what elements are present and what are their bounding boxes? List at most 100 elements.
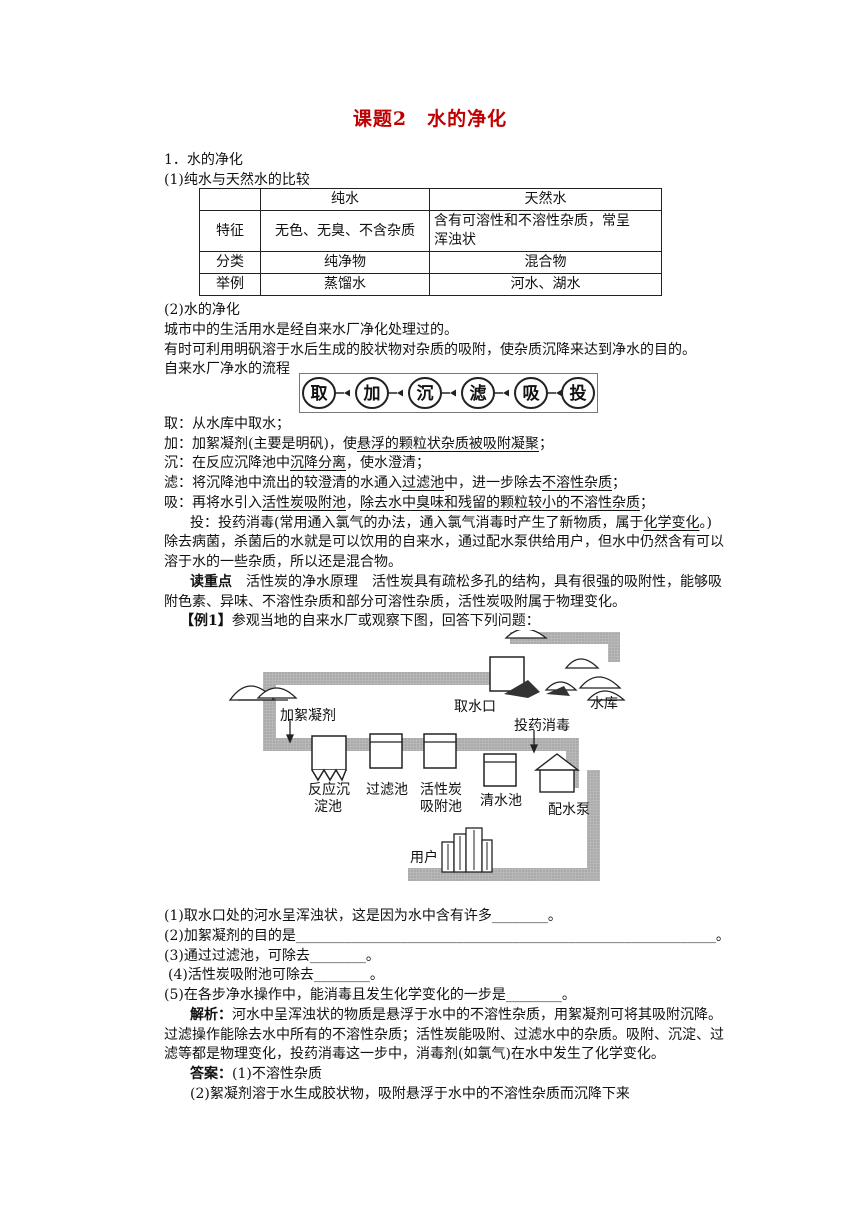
flow-step-label: 投: [570, 383, 587, 404]
table-cell: 举例: [199, 273, 261, 296]
text-span: 活性炭的净水原理 活性炭具有疏松多孔的结构，具有很强的吸附性，能够吸: [246, 574, 722, 590]
carbon-tank-label: 活性炭: [420, 782, 462, 798]
table-cell: 纯净物: [260, 251, 430, 274]
step-jia: 加：加絮凝剂(主要是明矾)，使悬浮的颗粒状杂质被吸附凝聚；: [164, 434, 553, 454]
answer-2: (2)絮凝剂溶于水生成胶状物，吸附悬浮于水中的不溶性杂质而沉降下来: [190, 1086, 630, 1102]
answer: 答案：(1)不溶性杂质: [190, 1064, 322, 1084]
question-2: (2)加絮凝剂的目的是_____________________________…: [164, 928, 730, 944]
answer-label: 答案：: [190, 1066, 232, 1082]
step-lv: 滤：将沉降池中流出的较澄清的水通入过滤池中，进一步除去不溶性杂质；: [164, 473, 626, 493]
paragraph: 附色素、异味、不溶性杂质和部分可溶性杂质，活性炭吸附属于物理变化。: [164, 594, 626, 610]
underlined-span: 活性炭吸附池: [262, 495, 346, 511]
water-plant-diagram: 取水口 水库 加絮凝剂 投药消毒 反应沉 淀池 过滤池 活性炭 吸附池 清水池 …: [228, 628, 628, 888]
settling-tank: [311, 735, 347, 771]
table-row: 特征 无色、无臭、不含杂质 含有可溶性和不溶性杂质，常呈 浑浊状: [199, 210, 662, 252]
table-header-cell: 纯水: [260, 188, 430, 211]
question-4: (4)活性炭吸附池可除去________。: [168, 967, 384, 983]
text-span: 。): [699, 515, 712, 531]
underlined-span: 除去水中臭味和残留的颗粒较小的不溶性杂质: [360, 495, 640, 511]
paragraph: 自来水厂净水的流程: [164, 361, 290, 377]
key-point-label: 读重点: [190, 574, 232, 590]
text-span: ；: [538, 436, 553, 452]
example-heading: 【例1】参观当地的自来水厂或观察下图，回答下列问题：: [180, 611, 540, 631]
table-cell: 混合物: [429, 251, 662, 274]
section-heading: 1．水的净化: [164, 152, 243, 168]
question-1: (1)取水口处的河水呈浑浊状，这是因为水中含有许多________。: [164, 908, 562, 924]
paragraph: 除去病菌，杀菌后的水就是可以饮用的自来水，通过配水泵供给用户，但水中仍然含有可以: [164, 534, 724, 550]
text-span: 参观当地的自来水厂或观察下图，回答下列问题：: [231, 613, 540, 629]
paragraph: 有时可利用明矾溶于水后生成的胶状物对杂质的吸附，使杂质沉降来达到净水的目的。: [164, 342, 696, 358]
table-cell: 含有可溶性和不溶性杂质，常呈 浑浊状: [429, 210, 662, 252]
comparison-table: 纯水 天然水 特征 无色、无臭、不含杂质 含有可溶性和不溶性杂质，常呈 浑浊状 …: [199, 188, 662, 296]
disinfect-arrow: [530, 730, 538, 754]
flow-step-circle: [461, 377, 495, 409]
filter-tank-label: 过滤池: [366, 782, 408, 798]
text-span: ；: [612, 475, 626, 491]
clear-water-tank-label: 清水池: [480, 793, 522, 809]
flow-step-circle: [302, 377, 336, 409]
step-xi: 吸：再将水引入活性炭吸附池，除去水中臭味和残留的颗粒较小的不溶性杂质；: [164, 493, 654, 513]
subsection-heading: (1)纯水与天然水的比较: [164, 172, 310, 188]
paragraph: 城市中的生活用水是经自来水厂净化处理过的。: [164, 322, 458, 338]
settling-tank-label: 反应沉: [308, 781, 350, 798]
table-row: 分类 纯净物 混合物: [199, 251, 662, 274]
table-row: 举例 蒸馏水 河水、湖水: [199, 273, 662, 296]
table-cell: 无色、无臭、不含杂质: [260, 210, 430, 252]
flow-step-circle: [514, 377, 548, 409]
table-cell: 河水、湖水: [429, 273, 662, 296]
underlined-span: 化学变化: [643, 515, 700, 531]
text-span: ；: [640, 495, 654, 511]
key-point: 读重点 活性炭的净水原理 活性炭具有疏松多孔的结构，具有很强的吸附性，能够吸: [190, 572, 722, 592]
text-span: 投：投药消毒(常用通入氯气的办法，通入氯气消毒时产生了新物质，属于: [190, 515, 644, 531]
text-span: 吸：再将水引入: [164, 495, 262, 511]
step-chen: 沉：在反应沉降池中沉降分离，使水澄清；: [164, 453, 430, 473]
underlined-span: 悬浮的颗粒状杂质被吸附凝聚: [356, 436, 539, 452]
settling-tank-bottom: [311, 768, 347, 782]
paragraph: 过滤操作能除去水中所有的不溶性杂质；活性炭能吸附、过滤水中的杂质。吸附、沉淀、过: [164, 1027, 724, 1043]
coagulant-arrow: [286, 720, 294, 744]
flow-step-label: 取: [311, 384, 328, 404]
user-label: 用户: [410, 849, 438, 866]
subsection-heading: (2)水的净化: [164, 302, 240, 318]
example-label: 【例1】: [180, 613, 232, 629]
text-span: (1)不溶性杂质: [232, 1066, 322, 1082]
table-header-cell: 天然水: [429, 188, 662, 211]
flow-step-label: 沉: [417, 383, 434, 404]
table-cell-line: 含有可溶性和不溶性杂质，常呈: [434, 213, 630, 229]
underlined-span: 过滤池: [402, 475, 444, 491]
carbon-tank: [423, 733, 457, 769]
user-buildings-lines: [447, 830, 488, 870]
text-span: 沉：在反应沉降池中: [164, 455, 290, 471]
underlined-span: 沉降分离: [290, 455, 346, 471]
underlined-span: 不溶性杂质: [542, 475, 612, 491]
flow-step-circle: [408, 377, 442, 409]
process-flow-chain: 取 加 沉 滤 吸 投: [299, 373, 598, 413]
intake-label: 取水口: [454, 699, 496, 715]
paragraph: 滤等都是物理变化，投药消毒这一步中，消毒剂(如氯气)在水中发生了化学变化。: [164, 1046, 665, 1062]
text-span: ，: [346, 495, 360, 511]
text-span: ，使水澄清；: [346, 455, 430, 471]
settling-tank-label: 淀池: [314, 799, 342, 815]
reservoir-mountains-icon: [504, 628, 626, 701]
pump-label: 配水泵: [548, 802, 590, 818]
table-header-cell: [199, 188, 261, 211]
step-tou: 投：投药消毒(常用通入氯气的办法，通入氯气消毒时产生了新物质，属于化学变化。): [190, 513, 712, 533]
analysis-label: 解析：: [190, 1007, 232, 1023]
text-span: 滤：将沉降池中流出的较澄清的水通入: [164, 475, 402, 491]
table-cell: 特征: [199, 210, 261, 252]
step-qu: 取：从水库中取水；: [164, 416, 290, 432]
page-title: 课题2 水的净化: [352, 108, 508, 130]
text-span: 加：加絮凝剂(主要是明矾)，使: [164, 436, 357, 452]
coagulant-label: 加絮凝剂: [280, 707, 336, 724]
pump-house-icon: [533, 753, 581, 793]
paragraph: 溶于水的一些杂质，所以还是混合物。: [164, 554, 402, 570]
clear-water-tank: [483, 753, 517, 787]
filter-tank: [369, 733, 403, 769]
table-cell: 蒸馏水: [260, 273, 430, 296]
text-span: 河水中呈浑浊状的物质是悬浮于水中的不溶性杂质，用絮凝剂可将其吸附沉降。: [232, 1007, 722, 1023]
user-buildings-icon: [441, 827, 493, 873]
analysis: 解析：河水中呈浑浊状的物质是悬浮于水中的不溶性杂质，用絮凝剂可将其吸附沉降。: [190, 1005, 722, 1025]
table-header-row: 纯水 天然水: [199, 188, 662, 211]
flow-step-label: 滤: [470, 383, 487, 404]
